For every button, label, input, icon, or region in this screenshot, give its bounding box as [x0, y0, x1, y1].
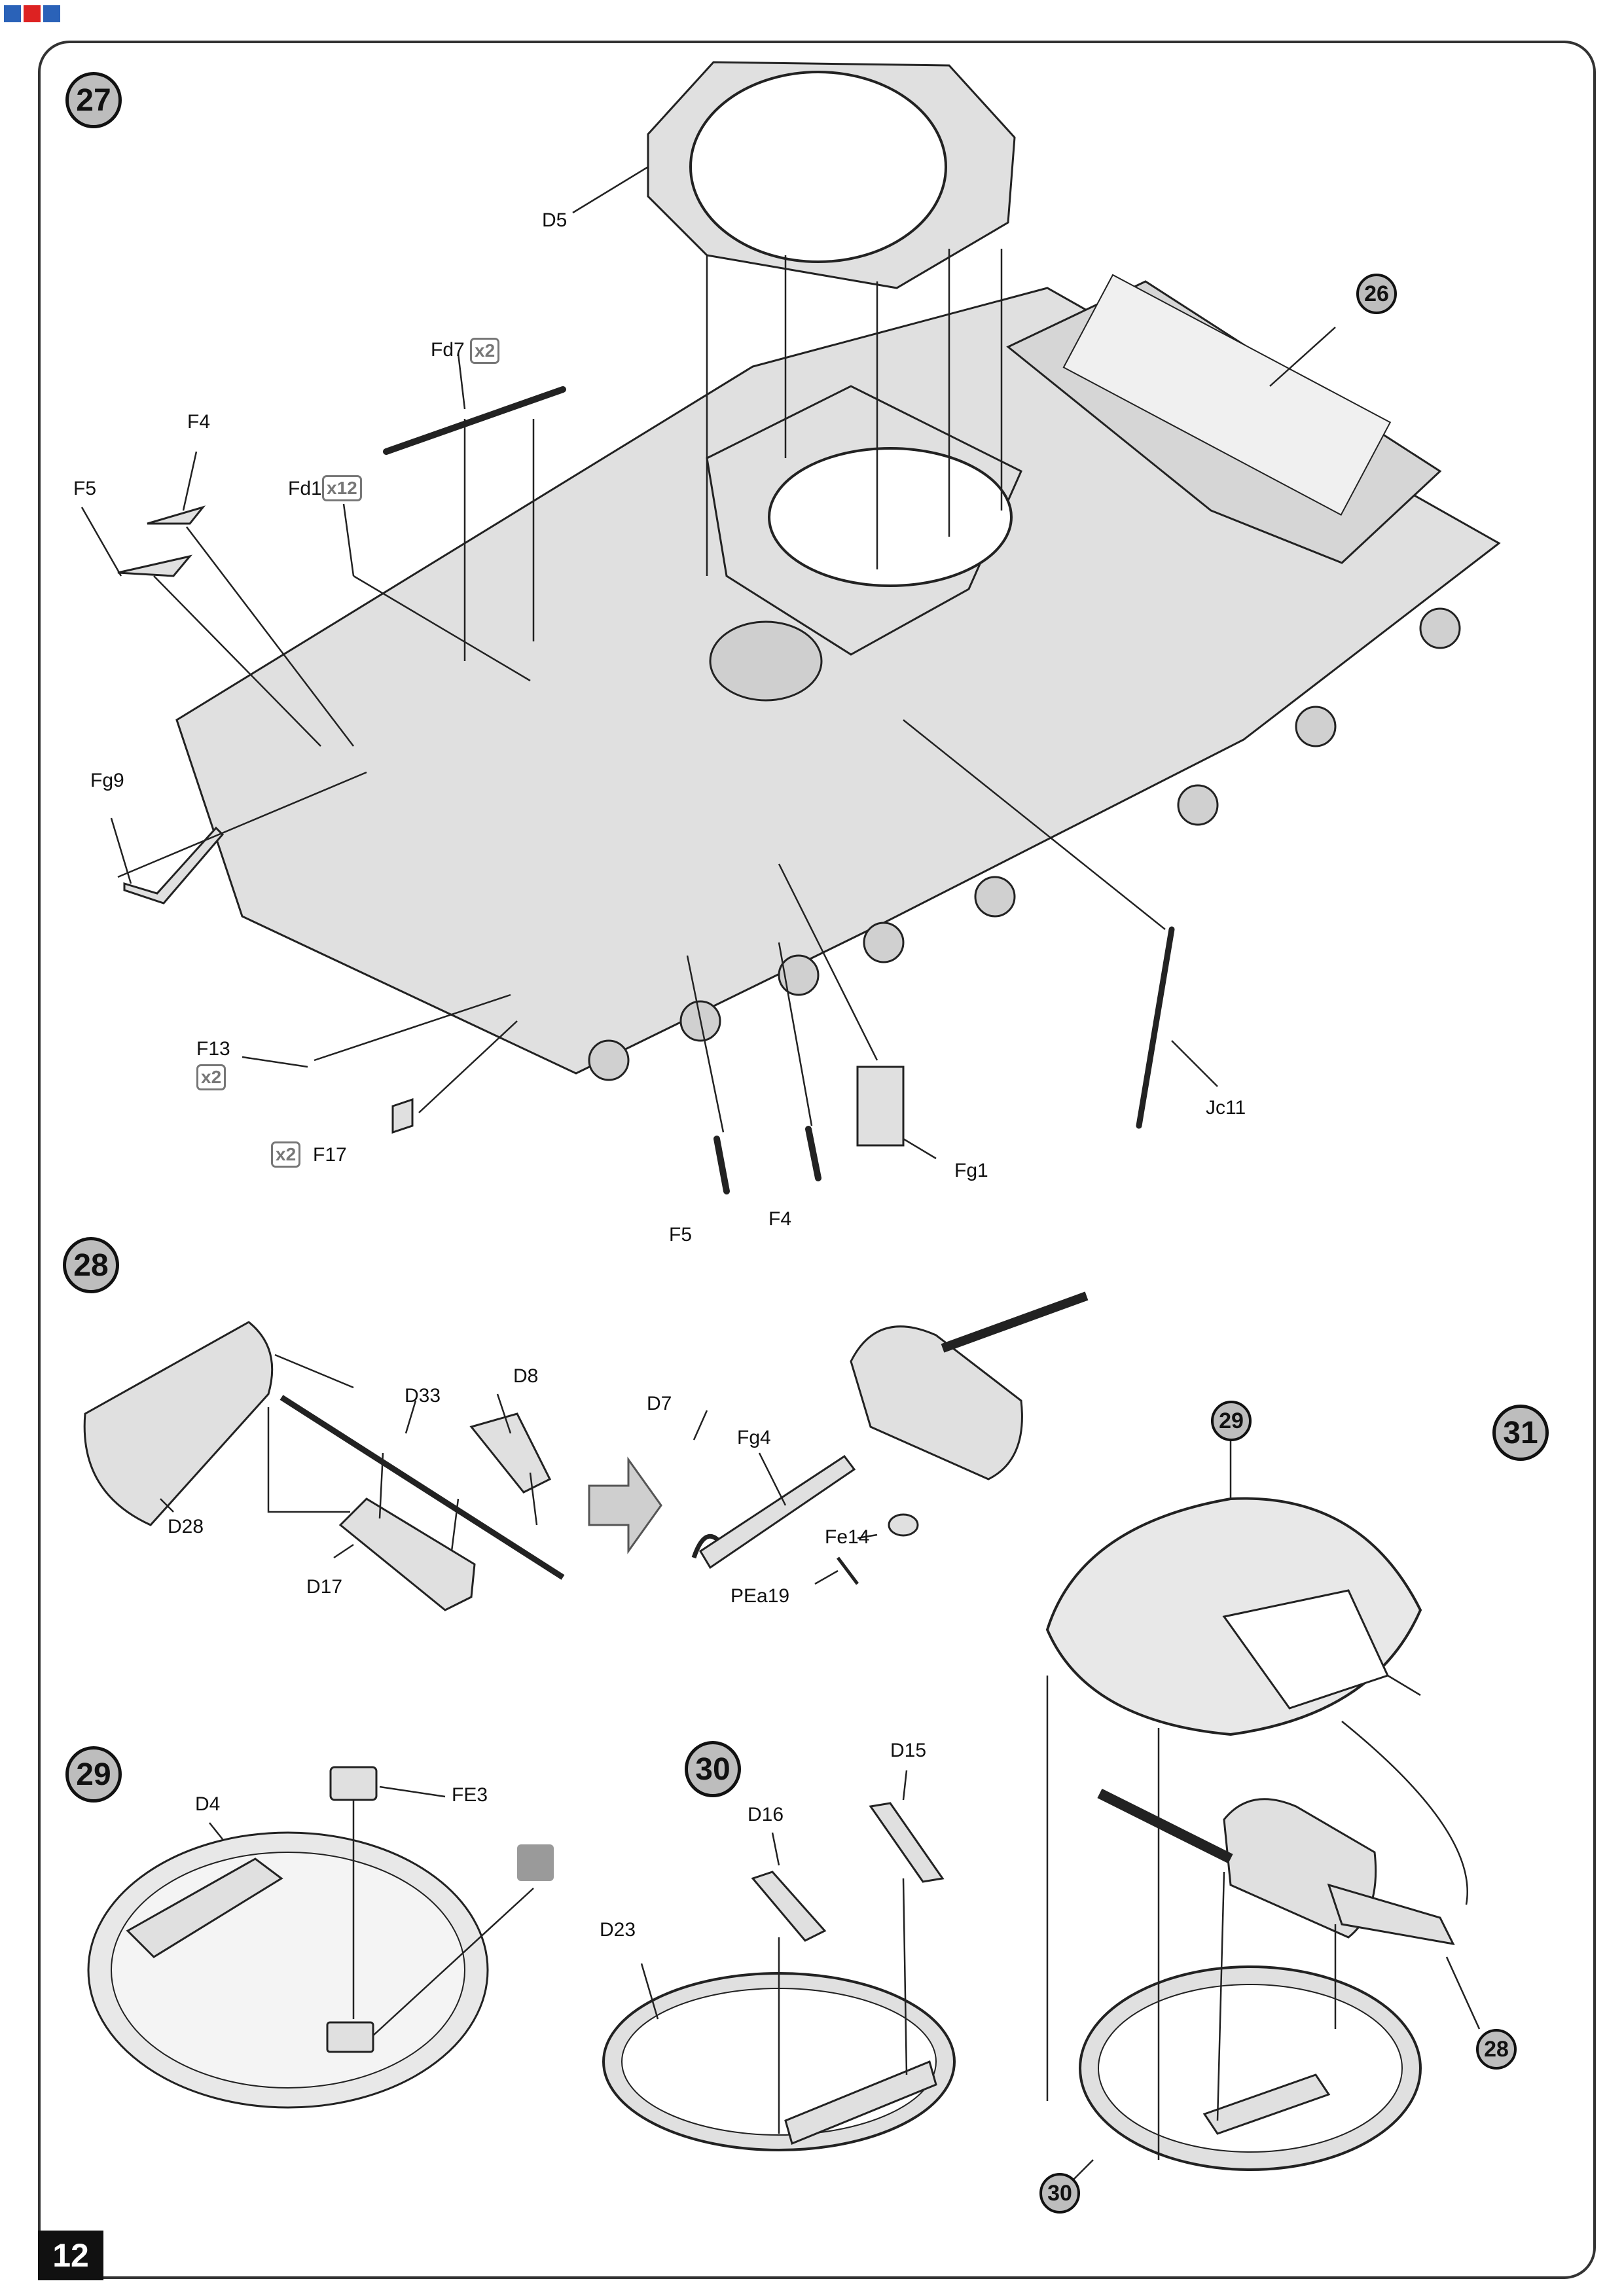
ref-text: 29 — [1219, 1408, 1244, 1433]
step-number-text: 29 — [76, 1757, 111, 1792]
photo-etch-icon — [517, 1844, 554, 1881]
part-Jc11 — [1136, 926, 1175, 1129]
label-F17: F17 — [313, 1144, 347, 1166]
qty-F17: x2 — [271, 1141, 301, 1168]
mg-assembly — [941, 1291, 1089, 1353]
label-Fd1: Fd1 — [288, 478, 322, 499]
label-F13: F13 — [196, 1038, 230, 1060]
label-D15: D15 — [890, 1740, 927, 1761]
label-Fd7: Fd7 — [431, 339, 465, 361]
label-F4-bottom: F4 — [768, 1208, 792, 1230]
part-D16 — [751, 1871, 827, 1942]
ref-step-29: 29 — [1211, 1401, 1252, 1441]
ref-step-28: 28 — [1476, 2029, 1517, 2070]
label-F4-top: F4 — [187, 411, 211, 433]
part-Fg4 — [698, 1454, 856, 1570]
label-D8: D8 — [513, 1365, 539, 1387]
ref-text: 30 — [1047, 2180, 1072, 2206]
gun-barrel — [280, 1395, 565, 1580]
page-frame — [38, 41, 1596, 2279]
label-D7: D7 — [647, 1393, 672, 1414]
part-PEa19 — [837, 1556, 859, 1585]
label-D17: D17 — [306, 1576, 343, 1598]
mantlet — [850, 1325, 1023, 1480]
label-D4: D4 — [195, 1793, 221, 1815]
step-number-29: 29 — [65, 1746, 122, 1803]
part-Fe14 — [888, 1513, 919, 1537]
label-D23: D23 — [600, 1919, 636, 1941]
step-number-text: 28 — [73, 1247, 109, 1283]
next-step-arrow-icon — [588, 1456, 662, 1554]
hull-top — [175, 287, 1501, 1075]
ref-step-30: 30 — [1039, 2173, 1080, 2214]
label-F5-bottom: F5 — [669, 1224, 693, 1246]
label-Jc11: Jc11 — [1206, 1097, 1246, 1119]
part-F4-bottom — [805, 1126, 821, 1181]
part-F4-top — [147, 505, 206, 525]
step-number-28: 28 — [63, 1237, 119, 1293]
part-Fg1 — [856, 1066, 905, 1147]
step-number-text: 31 — [1503, 1415, 1538, 1450]
step-number-30: 30 — [685, 1741, 741, 1797]
label-FE3: FE3 — [452, 1784, 488, 1806]
qty-Fd1: x12 — [322, 475, 362, 501]
part-D15 — [869, 1802, 945, 1883]
brand-logo-icon — [4, 5, 60, 22]
step-number-text: 27 — [76, 82, 111, 118]
step-number-text: 30 — [695, 1751, 731, 1787]
ref-text: 28 — [1484, 2036, 1509, 2062]
step-number-31: 31 — [1492, 1405, 1549, 1461]
label-F5-top: F5 — [73, 478, 97, 499]
label-D16: D16 — [748, 1804, 784, 1825]
part-F5-bottom — [713, 1136, 730, 1194]
step-number-27: 27 — [65, 72, 122, 128]
cupola — [709, 620, 823, 702]
part-F5-top — [117, 554, 192, 577]
part-D5-opening — [689, 71, 947, 263]
turret-ring — [768, 447, 1013, 587]
qty-F13: x2 — [196, 1064, 226, 1090]
label-D28: D28 — [168, 1516, 204, 1537]
part-Fd7 — [383, 386, 566, 455]
page-number: 12 — [38, 2231, 103, 2280]
part-Fg9 — [123, 826, 225, 905]
part-D28 — [83, 1321, 274, 1526]
label-D5: D5 — [542, 209, 568, 231]
label-PEa19: PEa19 — [731, 1585, 790, 1607]
label-Fg4: Fg4 — [737, 1427, 771, 1448]
qty-Fd7: x2 — [470, 338, 500, 364]
label-Fg9: Fg9 — [90, 770, 124, 791]
part-F17 — [391, 1098, 414, 1134]
label-Fg1: Fg1 — [954, 1160, 988, 1181]
part-D17 — [338, 1498, 476, 1611]
label-Fe14: Fe14 — [825, 1526, 870, 1548]
label-D33: D33 — [405, 1385, 441, 1407]
ref-step-26: 26 — [1356, 274, 1397, 314]
ref-text: 26 — [1364, 281, 1389, 306]
